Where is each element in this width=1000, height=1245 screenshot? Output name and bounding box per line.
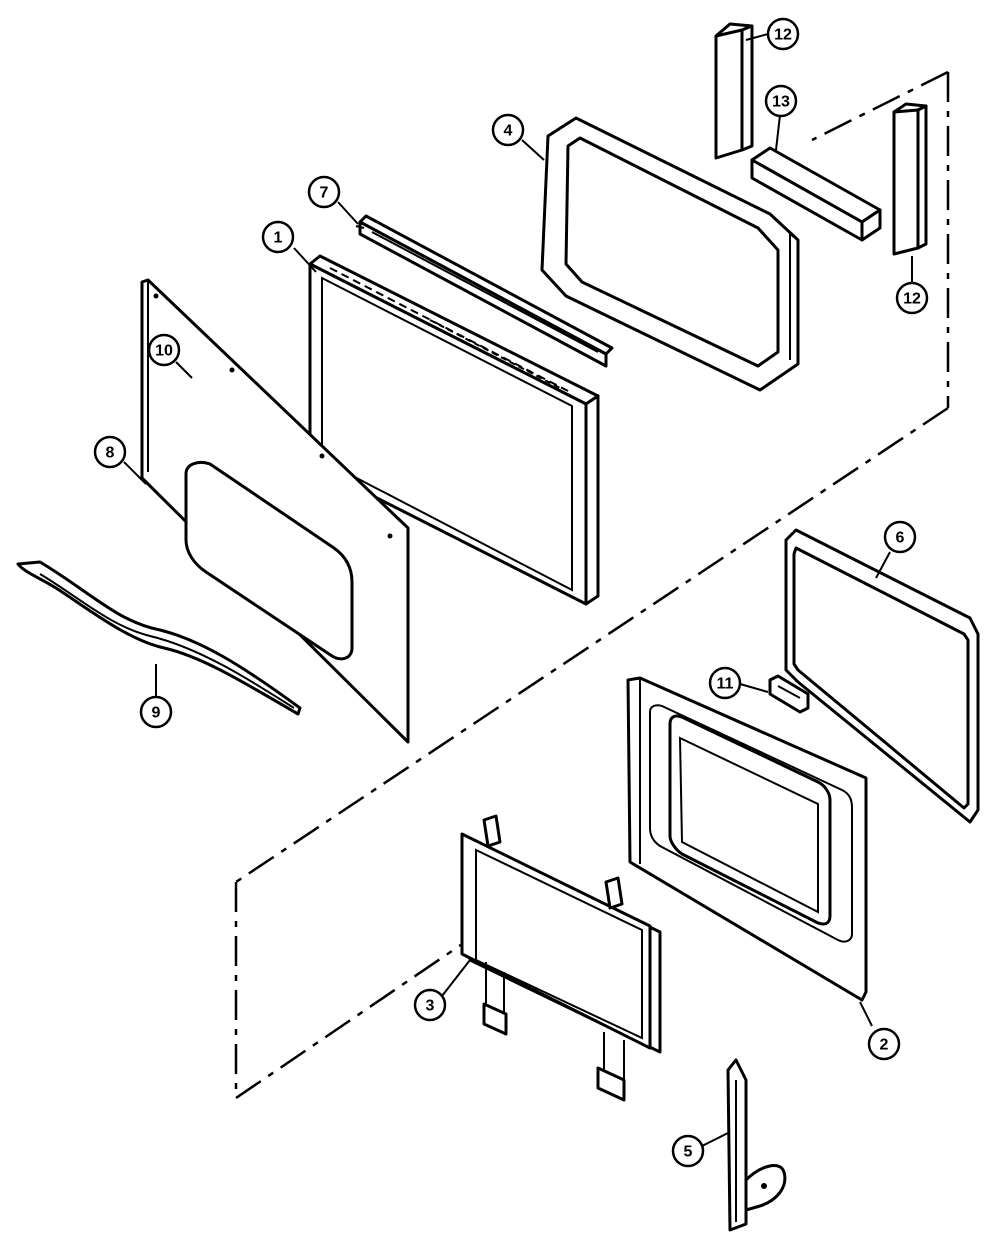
part-2-door-liner (626, 676, 868, 1002)
callout-10-label: 10 (155, 343, 173, 360)
callout-13-label: 13 (772, 94, 790, 111)
callout-12-bottom: 12 (895, 256, 929, 315)
callout-10: 10 (147, 333, 193, 379)
callout-1-label: 1 (274, 230, 283, 247)
part-3-glass-pack (460, 814, 662, 1102)
callout-3: 3 (413, 959, 471, 1022)
callout-12-top-label: 12 (774, 27, 792, 44)
callout-9-label: 9 (152, 705, 161, 722)
callout-3-label: 3 (426, 998, 435, 1015)
part-8-inner-door-panel (140, 278, 410, 744)
part-13-spacer-bar (750, 146, 882, 242)
callout-4-label: 4 (504, 123, 513, 140)
callout-12-top: 12 (745, 17, 800, 51)
callout-9: 9 (139, 664, 173, 729)
callout-6-label: 6 (896, 530, 905, 547)
part-1-outer-door-panel (308, 254, 600, 606)
part-9-door-handle (16, 560, 302, 716)
part-6-door-gasket (784, 528, 980, 824)
callout-5-label: 5 (684, 1144, 693, 1161)
callout-13: 13 (764, 84, 798, 151)
callout-2: 2 (859, 1001, 901, 1061)
callout-2-label: 2 (880, 1037, 889, 1054)
part-12-right-spacer (892, 102, 928, 256)
callout-7-label: 7 (320, 185, 329, 202)
callout-5: 5 (671, 1131, 731, 1168)
callout-11: 11 (708, 666, 769, 700)
part-5-hinge (726, 1058, 787, 1232)
callout-11-label: 11 (717, 676, 734, 693)
callout-6: 6 (875, 520, 917, 579)
dashed-guide-lines (234, 70, 950, 1100)
callout-1: 1 (261, 220, 317, 273)
callout-8: 8 (93, 435, 147, 485)
part-11-bracket (768, 674, 810, 714)
callout-4: 4 (491, 113, 545, 161)
callout-12-bottom-label: 12 (903, 291, 921, 308)
part-4-door-frame (540, 116, 800, 392)
part-7-vent-strip (355, 214, 614, 368)
callout-8-label: 8 (106, 445, 115, 462)
part-12-top-spacer (714, 22, 754, 160)
callout-7: 7 (307, 175, 359, 225)
